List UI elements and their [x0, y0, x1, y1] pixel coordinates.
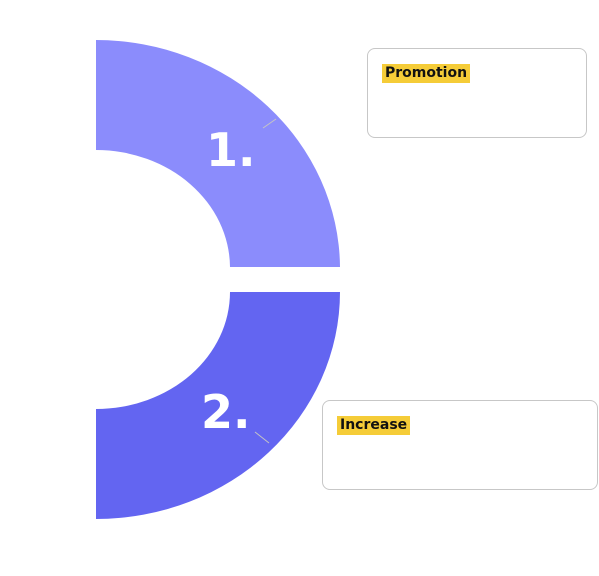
segment-2 [96, 292, 340, 519]
segment-1 [96, 40, 340, 267]
step-title-1: Promotion [382, 64, 471, 83]
connector-line-2 [254, 431, 270, 444]
step-number-2: 2. [201, 385, 250, 439]
step-card-1: Promotion [367, 48, 587, 138]
connector-line-1 [262, 118, 277, 129]
step-card-2: Increase [322, 400, 598, 490]
step-title-2: Increase [337, 416, 411, 435]
step-number-1: 1. [206, 123, 255, 177]
